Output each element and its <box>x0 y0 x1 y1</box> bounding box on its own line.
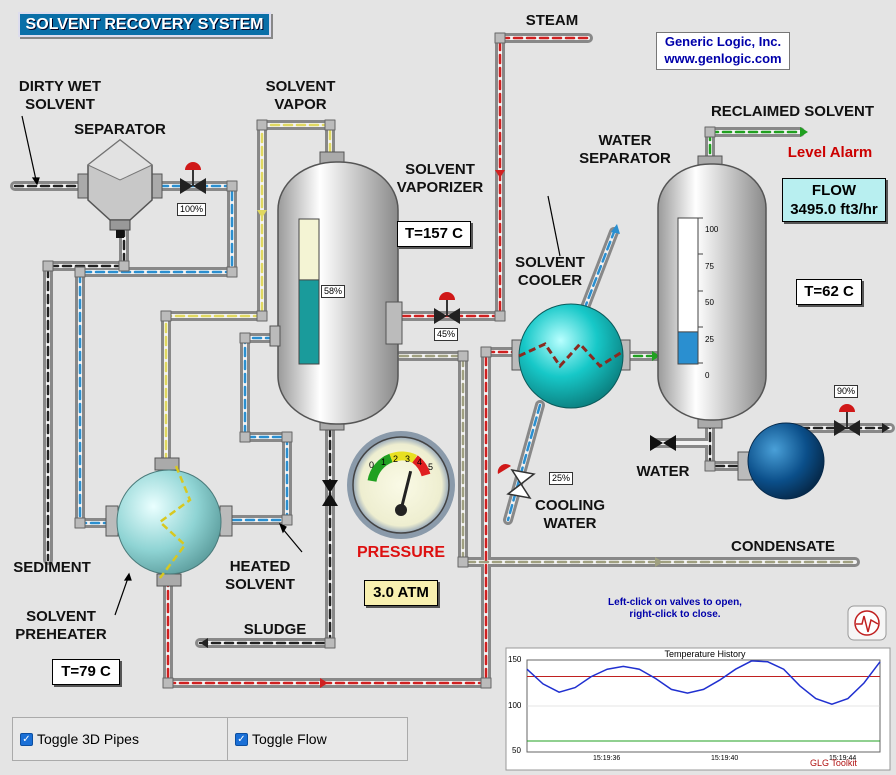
gauge-tick-5: 5 <box>428 462 434 472</box>
vaporizer-level-fill <box>298 279 320 365</box>
outlet-valve[interactable] <box>834 404 860 436</box>
toggle-flow[interactable]: ✓ Toggle Flow <box>235 731 327 747</box>
gauge-needle <box>399 470 413 511</box>
checkbox-icon[interactable]: ✓ <box>20 732 33 746</box>
solvent-cooler <box>511 303 631 409</box>
cooling-valve-percent: 25% <box>549 472 574 485</box>
level-alarm: Level Alarm <box>787 144 873 161</box>
pressure-gauge <box>347 431 455 539</box>
steam-valve-percent: 45% <box>434 328 459 341</box>
callout-lines <box>21 115 561 616</box>
valve-group <box>180 162 860 506</box>
separator-label: SEPARATOR <box>74 121 166 138</box>
history-ytick-150: 150 <box>508 655 522 664</box>
history-xtick-2: 15:19:40 <box>711 755 739 762</box>
toggle-3d-pipes-panel: ✓ Toggle 3D Pipes <box>12 717 228 761</box>
separator-vessel <box>77 139 163 238</box>
condensate-label: CONDENSATE <box>731 538 835 555</box>
water-separator-vessel <box>657 155 767 429</box>
toggle-3d-pipes[interactable]: ✓ Toggle 3D Pipes <box>20 731 139 747</box>
water-label: WATER <box>636 463 690 480</box>
pressure-readout: 3.0 ATM <box>364 580 438 606</box>
water-pump <box>737 422 825 500</box>
pressure-label: PRESSURE <box>356 544 446 561</box>
toggle-3d-pipes-label: Toggle 3D Pipes <box>37 731 139 747</box>
outlet-valve-percent: 90% <box>834 385 859 398</box>
checkbox-icon[interactable]: ✓ <box>235 732 248 746</box>
separator-level-fill <box>677 331 699 365</box>
sludge-valve[interactable] <box>322 480 338 506</box>
glg-toolkit-label: GLG Toolkit <box>810 758 857 768</box>
separator-valve[interactable] <box>180 162 206 194</box>
gauge-tick-0: 0 <box>369 460 375 470</box>
reclaimed-solvent-label: RECLAIMED SOLVENT <box>710 103 875 120</box>
gauge-tick-1: 1 <box>381 457 387 467</box>
flow-label: FLOW <box>811 182 857 199</box>
gauge-tick-3: 3 <box>405 454 411 464</box>
history-ytick-100: 100 <box>508 701 522 710</box>
vaporizer-level-percent: 58% <box>321 285 346 298</box>
hint-text: Left-click on valves to open,right-click… <box>608 597 742 620</box>
gauge-tick-2: 2 <box>393 454 399 464</box>
separator-valve-percent: 100% <box>177 203 207 216</box>
sediment-label: SEDIMENT <box>13 559 91 576</box>
temperature-history-chart <box>505 647 891 771</box>
preheater-temp-readout: T=79 C <box>52 659 120 685</box>
history-xtick-3: 15:19:44 <box>829 755 857 762</box>
company-url[interactable]: www.genlogic.com <box>664 51 782 66</box>
app-title: SOLVENT RECOVERY SYSTEM <box>18 12 271 37</box>
gauge-tick-4: 4 <box>417 457 423 467</box>
steam-valve[interactable] <box>434 292 460 324</box>
toggle-flow-panel: ✓ Toggle Flow <box>227 717 408 761</box>
vaporizer-temp-readout: T=157 C <box>397 221 471 247</box>
flow-readout: FLOW 3495.0 ft3/hr <box>782 178 886 222</box>
company-badge: Generic Logic, Inc. www.genlogic.com <box>656 32 790 70</box>
help-icon[interactable] <box>847 605 887 641</box>
separator-temp-readout: T=62 C <box>796 279 862 305</box>
water-valve[interactable] <box>650 435 676 451</box>
cooling-water-valve[interactable] <box>497 464 536 500</box>
history-ytick-50: 50 <box>512 746 521 755</box>
toggle-flow-label: Toggle Flow <box>252 731 327 747</box>
temperature-series-line <box>526 660 881 705</box>
steam-label: STEAM <box>525 12 579 29</box>
sludge-label: SLUDGE <box>243 621 307 638</box>
flow-value: 3495.0 ft3/hr <box>790 201 878 218</box>
company-name: Generic Logic, Inc. <box>664 34 782 49</box>
history-xtick-1: 15:19:36 <box>593 755 621 762</box>
history-title: Temperature History <box>664 649 746 659</box>
solvent-preheater <box>105 457 233 587</box>
